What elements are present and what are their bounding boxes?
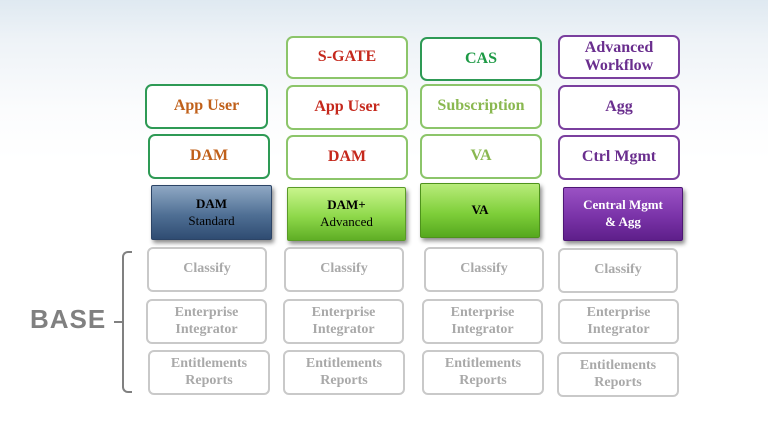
enterprise-label: Enterprise	[311, 305, 376, 321]
agg-box: Agg	[558, 85, 680, 130]
integrator-label: Integrator	[451, 321, 514, 337]
cas-box: CAS	[420, 37, 542, 81]
s-gate-label: S-GATE	[317, 48, 377, 66]
base-bracket	[122, 251, 132, 393]
base-bracket-tick	[114, 321, 123, 323]
dam-box: DAM	[148, 134, 270, 179]
dam-label: DAM	[327, 148, 367, 166]
central-mgmt-title: Central Mgmt	[583, 197, 663, 213]
entitlements-reports-box: Entitlements Reports	[557, 352, 679, 397]
enterprise-label: Enterprise	[586, 305, 651, 321]
central-mgmt-block: Central Mgmt & Agg	[563, 187, 683, 241]
entitlements-label: Entitlements	[170, 356, 248, 372]
reports-label: Reports	[459, 372, 507, 388]
enterprise-integrator-box: Enterprise Integrator	[422, 299, 543, 344]
advanced-workflow-box: Advanced Workflow	[558, 35, 680, 79]
integrator-label: Integrator	[587, 321, 650, 337]
dam-advanced-title: DAM+	[327, 197, 366, 213]
ctrl-mgmt-box: Ctrl Mgmt	[558, 135, 680, 180]
dam-label: DAM	[189, 147, 229, 165]
reports-label: Reports	[594, 374, 642, 390]
va-block: VA	[420, 183, 540, 238]
enterprise-integrator-box: Enterprise Integrator	[146, 299, 267, 344]
integrator-label: Integrator	[312, 321, 375, 337]
s-gate-box: S-GATE	[286, 36, 408, 79]
central-mgmt-subtitle: & Agg	[605, 214, 641, 229]
dam-standard-subtitle: Standard	[188, 212, 235, 228]
dam-advanced-block: DAM+ Advanced	[287, 187, 406, 241]
app-user-label: App User	[314, 98, 380, 116]
dam-standard-block: DAM Standard	[151, 185, 272, 240]
entitlements-reports-box: Entitlements Reports	[283, 350, 405, 395]
classify-box: Classify	[558, 248, 678, 293]
classify-box: Classify	[284, 247, 404, 292]
classify-label: Classify	[183, 261, 231, 277]
entitlements-label: Entitlements	[305, 356, 383, 372]
dam-advanced-subtitle: Advanced	[320, 214, 373, 229]
subscription-label: Subscription	[437, 97, 525, 115]
integrator-label: Integrator	[175, 321, 238, 337]
app-user-label: App User	[173, 97, 240, 115]
advanced-workflow-line2: Workflow	[584, 57, 654, 74]
va-label: VA	[470, 147, 492, 165]
entitlements-label: Entitlements	[444, 356, 522, 372]
enterprise-label: Enterprise	[174, 305, 239, 321]
va-block-title: VA	[471, 202, 489, 218]
enterprise-integrator-box: Enterprise Integrator	[558, 299, 679, 344]
entitlements-reports-box: Entitlements Reports	[422, 350, 544, 395]
classify-box: Classify	[147, 247, 267, 292]
advanced-workflow-line1: Advanced	[584, 38, 654, 56]
enterprise-integrator-box: Enterprise Integrator	[283, 299, 404, 344]
app-user-box: App User	[145, 84, 268, 129]
classify-label: Classify	[594, 262, 642, 278]
reports-label: Reports	[320, 372, 368, 388]
ctrl-mgmt-label: Ctrl Mgmt	[581, 148, 657, 166]
classify-box: Classify	[424, 247, 544, 292]
subscription-box: Subscription	[420, 84, 542, 129]
reports-label: Reports	[185, 372, 233, 388]
classify-label: Classify	[320, 261, 368, 277]
dam-box: DAM	[286, 135, 408, 180]
enterprise-label: Enterprise	[450, 305, 515, 321]
entitlements-label: Entitlements	[579, 358, 657, 374]
agg-label: Agg	[605, 98, 633, 116]
base-label: BASE	[30, 304, 107, 334]
classify-label: Classify	[460, 261, 508, 277]
app-user-box: App User	[286, 85, 408, 130]
dam-standard-title: DAM	[195, 195, 228, 211]
va-box: VA	[420, 134, 542, 179]
entitlements-reports-box: Entitlements Reports	[148, 350, 270, 395]
cas-label: CAS	[464, 49, 497, 67]
